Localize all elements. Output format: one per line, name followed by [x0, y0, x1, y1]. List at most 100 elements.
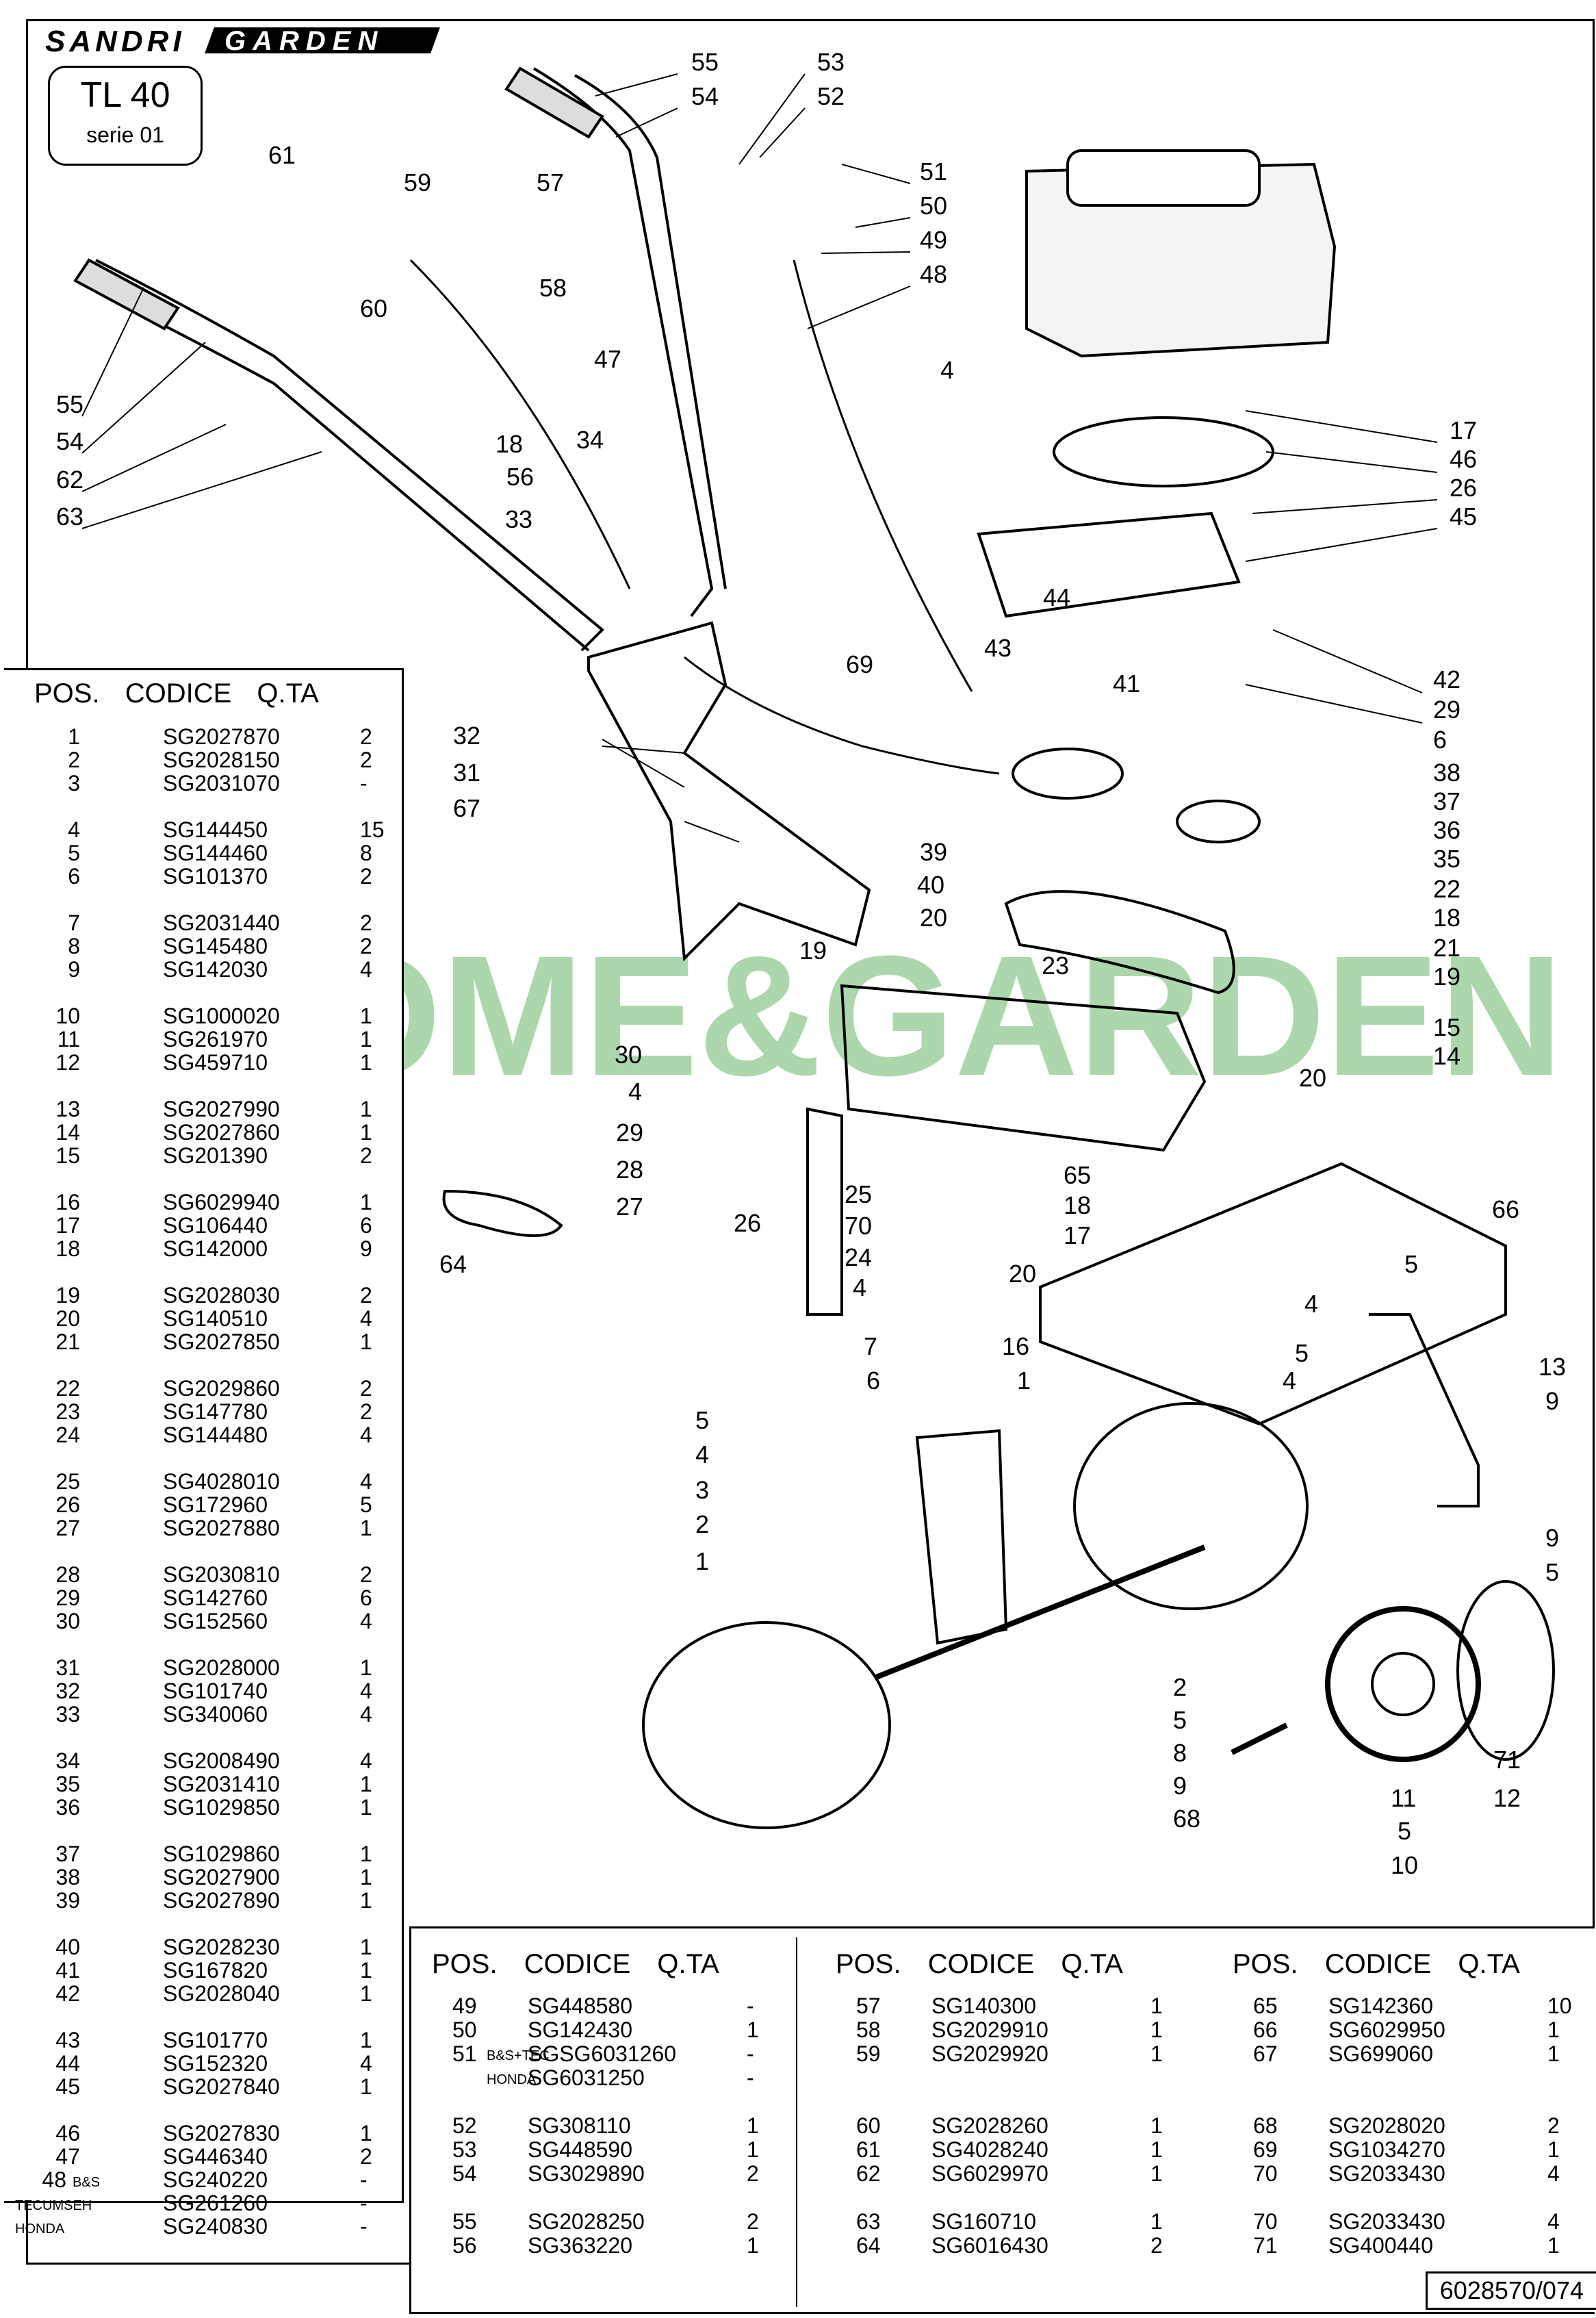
brand-right-text: GARDEN: [224, 26, 385, 56]
part-pos: 53: [452, 2137, 477, 2162]
part-pos: 12: [55, 1050, 80, 1075]
part-qty: 4: [360, 957, 372, 982]
part-code: SG2027890: [163, 1888, 280, 1913]
part-qty: 1: [360, 1329, 372, 1354]
part-code: SG2031440: [163, 910, 280, 935]
part-pos: 51: [452, 2041, 477, 2066]
part-code: SG2028030: [163, 1283, 280, 1308]
part-pos: 5: [68, 841, 80, 865]
callout-number: 58: [539, 274, 567, 302]
callout-number: 15: [1433, 1013, 1461, 1041]
wheel: [1325, 1606, 1481, 1762]
callout-number: 5: [1404, 1250, 1419, 1278]
part-qty: 1: [1150, 2161, 1163, 2186]
part-code: SG2028250: [528, 2209, 645, 2234]
mount-ring: [1053, 416, 1274, 487]
part-pos: 37: [55, 1842, 80, 1866]
header-pos: POS.: [1233, 1949, 1298, 1979]
part-variant: B&S+TEC: [487, 2048, 550, 2063]
part-qty: 1: [360, 1888, 372, 1913]
pulley: [1012, 748, 1124, 800]
part-qty: 1: [1150, 2137, 1163, 2162]
part-pos: 9: [68, 957, 80, 982]
part-qty: 1: [1547, 2137, 1560, 2162]
part-pos: 70: [1253, 2209, 1278, 2234]
part-code: SG2031410: [163, 1772, 280, 1796]
part-qty: 2: [360, 1283, 372, 1308]
part-code: SG144460: [163, 841, 268, 865]
part-pos: 68: [1253, 2113, 1278, 2138]
callout-number: 62: [56, 466, 84, 494]
part-pos: 45: [55, 2074, 80, 2099]
row-gap: [411, 2186, 795, 2210]
part-qty: 4: [360, 1679, 372, 1703]
part-code: SG2029920: [931, 2041, 1048, 2066]
part-pos: 54: [452, 2161, 477, 2186]
part-qty: 4: [360, 1748, 372, 1773]
part-qty: 1: [1547, 2233, 1560, 2258]
callout-number: 37: [1433, 787, 1461, 815]
header-pos: POS.: [836, 1949, 901, 1979]
part-code: SG167820: [163, 1958, 268, 1983]
callout-number: 10: [1391, 1851, 1419, 1879]
callout-number: 35: [1433, 845, 1461, 873]
callout-number: 12: [1493, 1784, 1521, 1812]
row-gap: [4, 1447, 402, 1470]
part-code: SG240830: [163, 2214, 268, 2239]
part-code: SG4028240: [931, 2137, 1048, 2162]
callout-number: 17: [1450, 416, 1478, 444]
row-gap: [4, 1167, 402, 1190]
model-name: TL 40: [80, 75, 170, 115]
callout-number: 17: [1064, 1221, 1092, 1249]
callout-number: 59: [404, 168, 432, 196]
part-qty: -: [747, 2041, 754, 2066]
callout-number: 25: [845, 1180, 873, 1208]
part-code: SG101740: [163, 1679, 268, 1703]
callout-number: 50: [920, 192, 948, 220]
callout-number: 45: [1450, 502, 1478, 531]
part-pos: 29: [55, 1585, 80, 1610]
part-code: SG2028020: [1328, 2113, 1445, 2138]
part-pos: 26: [55, 1492, 80, 1517]
callout-number: 8: [1173, 1739, 1187, 1767]
part-pos: 63: [856, 2209, 881, 2234]
part-pos: 6: [68, 864, 80, 889]
part-pos: 64: [856, 2233, 881, 2258]
part-code: SG142430: [528, 2017, 633, 2042]
part-code: SG2029910: [931, 2017, 1048, 2042]
part-code: SG106440: [163, 1213, 268, 1238]
header-qty: Q.TA: [1061, 1949, 1123, 1979]
svg-text:HOME&GARDEN: HOME&GARDEN: [185, 920, 1563, 1109]
part-code: SG1029850: [163, 1795, 280, 1820]
part-code: SG2028040: [163, 1981, 280, 2006]
callout-number: 46: [1450, 445, 1478, 473]
header-code: CODICE: [524, 1949, 631, 1979]
part-code: SG1029860: [163, 1842, 280, 1866]
callout-number: 14: [1433, 1042, 1461, 1070]
part-code: SG152560: [163, 1609, 268, 1633]
part-pos: 16: [55, 1190, 80, 1214]
callout-number: 20: [920, 904, 948, 932]
part-qty: 1: [1150, 2113, 1163, 2138]
part-code: SG172960: [163, 1492, 268, 1517]
part-qty: 1: [360, 1655, 372, 1680]
